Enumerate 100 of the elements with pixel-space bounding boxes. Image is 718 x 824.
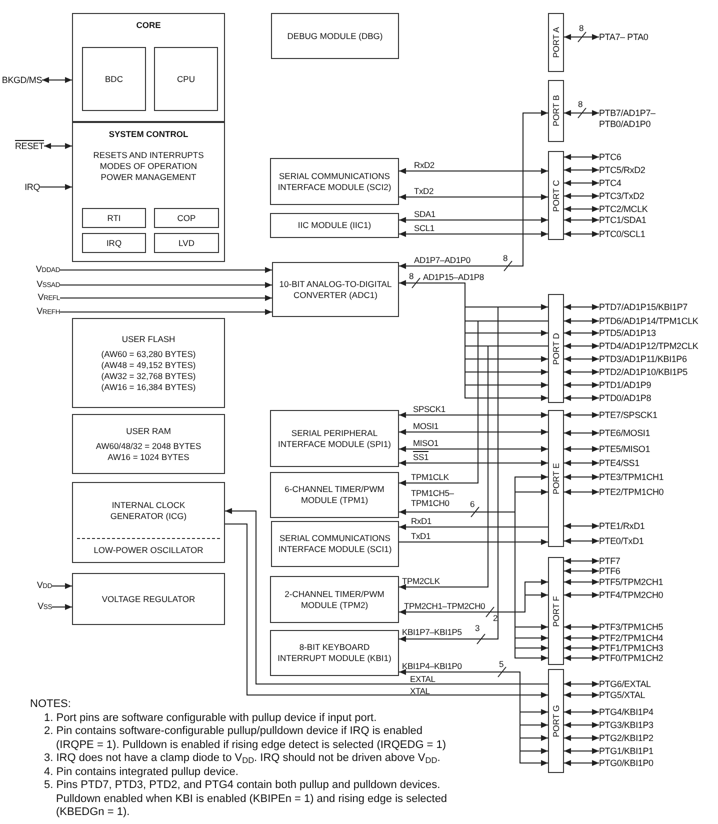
module-name: 2-CHANNEL TIMER/PWM MODULE (TPM2) xyxy=(284,588,386,610)
arrow xyxy=(398,412,548,418)
arrow xyxy=(398,194,548,200)
port-name: PORT D xyxy=(552,332,560,364)
pin-name: PTG4/KBI1P4 xyxy=(599,706,716,718)
pin-name: PTG2/KBI1P2 xyxy=(599,732,716,744)
arrow xyxy=(398,346,548,590)
arrow xyxy=(564,369,600,375)
arrow xyxy=(224,508,548,684)
arrow xyxy=(564,489,600,495)
arrow xyxy=(564,709,600,715)
notes-heading: NOTES: xyxy=(30,698,72,712)
port-box xyxy=(548,13,564,72)
pin-name: PTE3/TPM1CH1 xyxy=(599,471,716,483)
arrow xyxy=(564,748,600,754)
signal-label: AD1P7–AD1P0 xyxy=(414,255,470,265)
arrow xyxy=(60,295,272,301)
module-name: 8-BIT KEYBOARD INTERRUPT MODULE (KBI1) xyxy=(276,642,392,664)
pin-name: PTF4/TPM2CH0 xyxy=(599,589,716,601)
module-box xyxy=(270,630,399,676)
pin-name: PTD3/AD1P11/KBI1P6 xyxy=(599,353,716,365)
arrow xyxy=(40,184,72,190)
arrow xyxy=(398,168,548,174)
block-name: IRQ xyxy=(106,236,122,250)
memory-text: (AW32 = 32,768 BYTES) xyxy=(101,370,196,382)
clock-module-box xyxy=(72,482,225,563)
arrow xyxy=(564,558,600,564)
arrow xyxy=(564,681,600,687)
arrow xyxy=(398,669,548,766)
pin-name: PTG5/XTAL xyxy=(599,689,716,701)
arrow xyxy=(398,474,548,515)
signal-label: EXTAL xyxy=(410,674,436,684)
pin-name: PTA7– PTA0 xyxy=(599,31,716,43)
arrow xyxy=(398,217,548,223)
pin-name: V$_{DD}$ xyxy=(22,578,52,593)
signal-label: KBI1P7–KBI1P5 xyxy=(402,627,462,637)
arrow xyxy=(564,568,600,574)
block-box xyxy=(82,233,146,253)
bus-width: 8 xyxy=(579,24,584,32)
bus-width: 2 xyxy=(493,614,498,622)
arrow xyxy=(564,412,600,418)
arrow xyxy=(60,267,272,273)
arrow xyxy=(564,180,600,186)
arrow xyxy=(564,645,600,651)
arrow xyxy=(398,320,548,486)
pin-name: PTD5/AD1P13 xyxy=(599,327,716,339)
pin-name: PTE5/MISO1 xyxy=(599,443,716,455)
port-name: PORT E xyxy=(552,462,560,494)
port-name: PORT A xyxy=(552,27,560,58)
pin-name: PTE7/SPSCK1 xyxy=(599,409,716,421)
module-name: SERIAL PERIPHERAL INTERFACE MODULE (SPI1) xyxy=(277,428,392,450)
pin-name: BKGD/MS xyxy=(0,74,42,86)
arrow xyxy=(564,330,600,336)
memory-text: (AW48 = 49,152 BYTES) xyxy=(101,360,196,370)
pin-name: PTE4/SS1 xyxy=(599,457,716,469)
core-block xyxy=(72,13,225,122)
memory-text: AW60/48/32 = 2048 BYTES xyxy=(96,440,202,452)
pin-name: PTF3/TPM1CH5 xyxy=(599,621,716,633)
module-box xyxy=(272,262,399,317)
arrow xyxy=(564,193,600,199)
arrow xyxy=(52,604,72,610)
arrow xyxy=(564,318,600,324)
signal-label: RxD1 xyxy=(411,516,432,526)
module-name: SERIAL COMMUNICATIONS INTERFACE MODULE (SCI2) xyxy=(276,170,392,192)
pin-name: PTE2/TPM1CH0 xyxy=(599,486,716,498)
port-name: PORT C xyxy=(552,180,560,212)
signal-label: SPSCK1 xyxy=(413,404,446,414)
memory-text: (AW60 = 63,280 BYTES) xyxy=(101,348,196,360)
port-name: PORT B xyxy=(552,95,560,127)
port-box xyxy=(548,80,564,142)
pin-name: V$_{DDAD}$ xyxy=(22,262,60,277)
arrow xyxy=(398,579,548,615)
signal-label: RxD2 xyxy=(414,160,434,170)
pin-name: PTF0/TPM1CH2 xyxy=(599,652,716,664)
pin-name: PTC1/SDA1 xyxy=(599,214,716,226)
arrow xyxy=(564,304,600,310)
arrow xyxy=(564,395,600,401)
module-box xyxy=(271,13,399,59)
pin-name: PTD7/AD1P15/KBI1P7 xyxy=(599,301,716,313)
arrow xyxy=(564,110,600,116)
module-name: LOW-POWER OSCILLATOR xyxy=(94,545,204,556)
pin-name: PTD6/AD1P14/TPM1CLK xyxy=(599,315,716,327)
arrow xyxy=(398,280,548,401)
block-box xyxy=(154,208,219,228)
arrow xyxy=(398,429,548,435)
block-name: CPU xyxy=(177,72,195,86)
module-name: 6-CHANNEL TIMER/PWM MODULE (TPM1) xyxy=(284,484,386,506)
arrow xyxy=(564,538,600,544)
function-text: POWER MANAGEMENT xyxy=(100,172,196,183)
arrow xyxy=(564,735,600,741)
pin-name: PTE1/RxD1 xyxy=(599,520,716,532)
pin-name: PTG6/EXTAL xyxy=(599,678,716,690)
pin-name: PTD2/AD1P10/KBI1P5 xyxy=(599,366,716,378)
pin-name: PTF1/TPM1CH3 xyxy=(599,642,716,654)
signal-label: TxD2 xyxy=(414,186,434,196)
module-name: SERIAL COMMUNICATIONS INTERFACE MODULE (SCI1) xyxy=(277,533,393,555)
bus-width: 8 xyxy=(503,254,508,262)
arrow xyxy=(398,110,548,269)
pin-name: PTE6/MOSI1 xyxy=(599,427,716,439)
memory-text: USER RAM xyxy=(126,426,171,436)
